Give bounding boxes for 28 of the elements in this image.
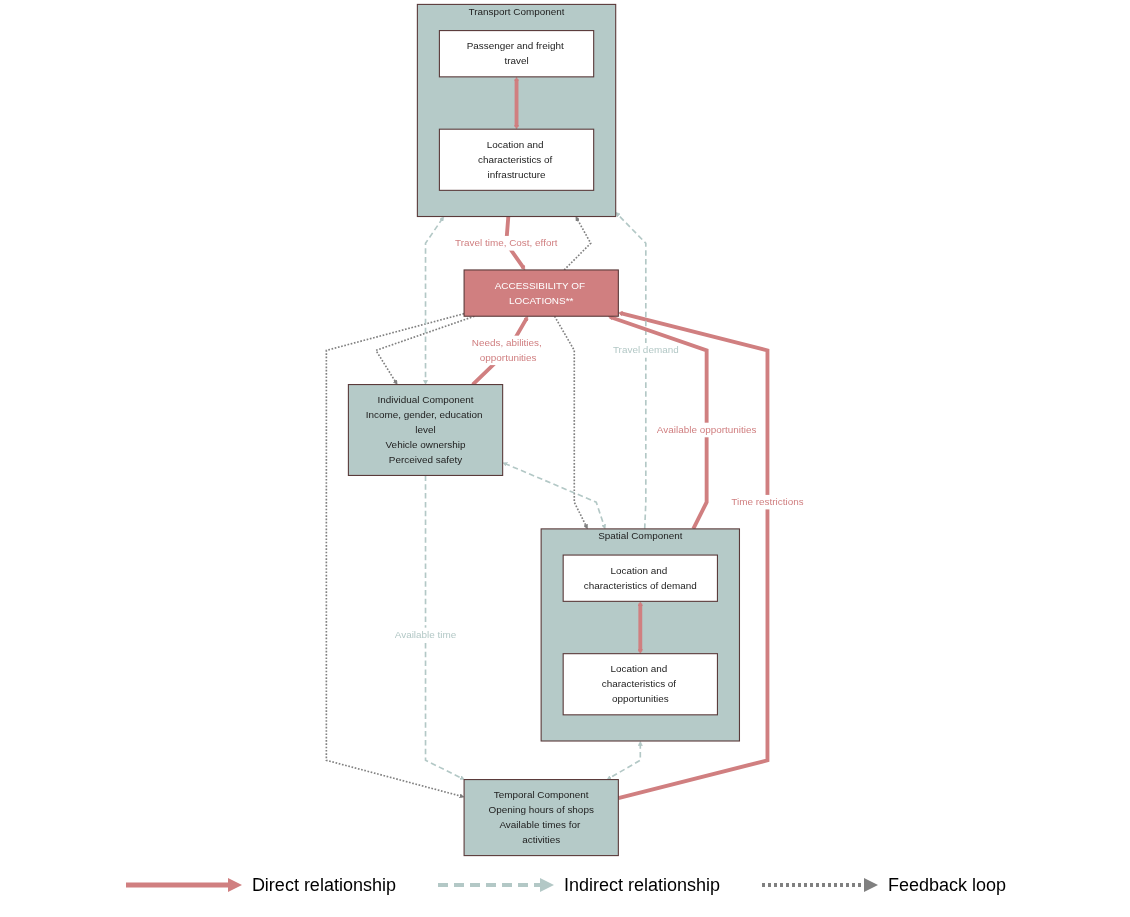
node-box: Temporal Component Opening hours of shops Available times for activities	[463, 779, 619, 857]
node-box: ACCESSIBILITY OF LOCATIONS**	[463, 269, 619, 317]
node-box: Individual Component Income, gender, education level Vehicle ownership Perceived safety	[347, 384, 504, 476]
legend-label: Indirect relationship	[563, 874, 721, 896]
arrow	[563, 216, 592, 271]
edge-label: Time restrictions	[731, 496, 804, 508]
node-box: Location and characteristics of opportunities	[562, 653, 718, 716]
node-box: Location and characteristics of infrastructure	[438, 128, 595, 191]
edge-label: Available opportunities	[656, 424, 757, 436]
edge-label: Available time	[394, 629, 457, 641]
edge-label: Needs, abilities, opportunities	[471, 337, 542, 364]
legend-label: Direct relationship	[251, 874, 396, 896]
node-box: Passenger and freight travel	[438, 30, 595, 78]
arrow	[424, 474, 465, 780]
edge-label: Travel demand	[612, 344, 679, 356]
arrow	[617, 311, 770, 800]
arrow	[615, 212, 647, 530]
arrow	[325, 312, 465, 799]
arrow	[514, 76, 519, 130]
arrow	[606, 741, 643, 780]
arrow	[553, 315, 588, 530]
arrow	[637, 601, 643, 654]
arrow	[423, 216, 444, 385]
edge-label: Travel time, Cost, effort	[454, 237, 558, 249]
arrow	[502, 462, 606, 530]
node-box: Location and characteristics of demand	[562, 554, 718, 602]
legend-label: Feedback loop	[888, 874, 1007, 896]
arrow	[607, 315, 709, 530]
